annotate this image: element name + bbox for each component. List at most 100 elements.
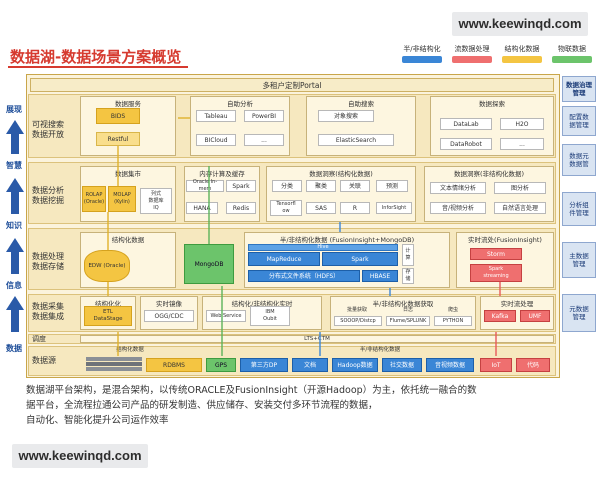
box-gps: GPS xyxy=(206,358,236,372)
box-inmem-db: 列式 数据库 IQ xyxy=(140,188,172,214)
box-elasticsearch: ElasticSearch xyxy=(318,134,394,146)
box-cluster: 聚类 xyxy=(306,180,336,192)
box-docs: 文档 xyxy=(292,358,328,372)
governance-metadata: 元数据 管理 xyxy=(562,294,596,332)
panel-self-analysis: 自助分析 xyxy=(190,96,290,156)
footer-line-2: 据平台，全流程拉通公司产品的研发制造、供应储存、安装交付多环节流程的数据， xyxy=(26,400,378,411)
panel-title-semi-storage: 半/非结构化数据 (FusionInsight+MongoDB) xyxy=(279,236,415,244)
box-log: 日志 xyxy=(402,306,413,313)
box-powerbi: PowerBI xyxy=(244,110,284,122)
box-ogg: OGG/CDC xyxy=(144,310,194,322)
box-edw: EDW (Oracle) xyxy=(84,250,130,282)
label-struct-src: 结构化数据 xyxy=(116,346,144,353)
box-h2o: H2O xyxy=(500,118,544,130)
legend-label-iot: 物联数据 xyxy=(558,45,586,53)
panel-title-struct-data: 结构化数据 xyxy=(111,236,145,244)
box-bids: BIDS xyxy=(96,108,140,124)
panel-self-search: 自助搜索 xyxy=(306,96,416,156)
box-etl: ETL DataStage xyxy=(84,306,132,326)
box-nlp: 自然语言处理 xyxy=(494,202,546,214)
panel-title-realtime: 实时流处(FusionInsight) xyxy=(468,236,542,244)
panel-title-insight-struct: 数据洞察(结构化数据) xyxy=(309,170,373,178)
schedule-bar: LTS+CTM xyxy=(80,335,554,343)
legend-swatch-struct xyxy=(502,56,542,63)
watermark-top: www.keewinqd.com xyxy=(452,12,588,36)
panel-title-semi-ingest: 半/非结构化数据获取 xyxy=(372,300,434,308)
box-flume: Flume/SPLUNK xyxy=(386,316,430,326)
panel-title-data-service: 数据服务 xyxy=(115,100,141,108)
side-label-wisdom: 智慧 xyxy=(6,161,22,170)
box-ellipsis-analysis: ... xyxy=(244,134,284,146)
box-classify: 分类 xyxy=(272,180,302,192)
box-molap: MOLAP (Kylin) xyxy=(108,186,136,212)
side-label-data: 数据 xyxy=(6,344,22,353)
governance-config: 配置数 据管理 xyxy=(562,106,596,136)
legend-label-semi: 半/非结构化 xyxy=(403,45,441,53)
box-third-party: 第三方DP xyxy=(240,358,288,372)
band-label-ingest: 数据采集 数据集成 xyxy=(32,302,64,321)
arrow-up-icon-2 xyxy=(6,178,24,214)
box-redis: Redis xyxy=(226,202,256,214)
legend-swatch-semi xyxy=(402,56,442,63)
box-text-img: 文本情绪分析 xyxy=(430,182,486,194)
panel-title-data-explore: 数据探索 xyxy=(479,100,505,108)
box-code: 代码 xyxy=(516,358,550,372)
box-sensor: 音视频数据 xyxy=(426,358,474,372)
panel-data-service: 数据服务 xyxy=(80,96,176,156)
box-graph: 图分析 xyxy=(494,182,546,194)
footer-line-3: 自动化、智能化提升公司运作效率 xyxy=(26,415,169,426)
arrow-up-icon-1 xyxy=(6,120,24,154)
box-restful: Restful xyxy=(96,132,140,146)
legend-label-struct: 结构化数据 xyxy=(504,45,540,53)
box-sas: SAS xyxy=(306,202,336,214)
band-label-service: 可视搜索 数据开放 xyxy=(32,120,64,139)
box-predict: 预测 xyxy=(376,180,408,192)
box-datarobot: DataRobot xyxy=(440,138,492,150)
box-sqoop: SOOOP/Distcp xyxy=(334,316,382,326)
box-compute: 计 算 xyxy=(402,244,414,266)
box-infosight: InforSight xyxy=(376,202,412,214)
arrow-up-icon-3 xyxy=(6,238,24,274)
legend-label-stream: 流数据处理 xyxy=(454,45,490,53)
box-mqtt: UMF xyxy=(520,310,550,322)
governance-data-element: 数据元 数据管 xyxy=(562,144,596,176)
band-label-source: 数据源 xyxy=(32,356,56,365)
portal-bar: 多租户定制Portal xyxy=(30,78,554,92)
box-audio-video: 音/视频分析 xyxy=(430,202,486,214)
box-ellipsis-explore: ... xyxy=(500,138,544,150)
arrow-up-icon-4 xyxy=(6,296,24,332)
box-mapreduce: MapReduce xyxy=(248,252,320,266)
panel-title-self-analysis: 自助分析 xyxy=(227,100,253,108)
watermark-bottom: www.keewinqd.com xyxy=(12,444,148,468)
box-rolap: ROLAP (Oracle) xyxy=(82,186,106,212)
panel-title-struct-ingest: 结构化化 xyxy=(95,300,121,308)
box-crawler: 爬虫 xyxy=(447,306,458,313)
band-label-analysis: 数据分析 数据挖掘 xyxy=(32,186,64,205)
box-kafka: Kafka xyxy=(484,310,516,322)
page-title: 数据湖-数据场景方案概览 xyxy=(10,48,182,66)
box-batch: 批量获取 xyxy=(346,306,367,313)
box-object-search: 对象搜索 xyxy=(318,110,374,122)
box-rdbms: RDBMS xyxy=(146,358,202,372)
box-r: R xyxy=(340,202,370,214)
box-hdfs: 分布式文件系统（HDFS） xyxy=(248,270,360,282)
band-label-storage: 数据处理 数据存储 xyxy=(32,252,64,271)
box-python: PYTHON xyxy=(434,316,472,326)
box-storm: Storm xyxy=(470,248,522,260)
panel-title-realtime-sync: 实时镜像 xyxy=(156,300,182,308)
side-label-info: 信息 xyxy=(6,281,22,290)
legend-swatch-iot xyxy=(552,56,592,63)
box-hive: Hive xyxy=(248,244,398,251)
box-datalab: DataLab xyxy=(440,118,492,130)
governance-analysis-component: 分析组 件管理 xyxy=(562,192,596,226)
box-spark-storage: Spark xyxy=(322,252,398,266)
box-iot: IoT xyxy=(480,358,512,372)
box-social: 社交数据 xyxy=(382,358,422,372)
box-assoc: 关联 xyxy=(340,180,370,192)
box-oracle-inmem: Oracle In-mem xyxy=(186,179,224,192)
box-hana: HANA xyxy=(186,202,218,214)
label-semi-src: 半/非结构化数据 xyxy=(359,346,401,353)
box-ibm-qubit: IBM Oubit xyxy=(250,306,290,326)
server-rack-icon xyxy=(86,357,142,371)
panel-title-self-search: 自助搜索 xyxy=(348,100,374,108)
